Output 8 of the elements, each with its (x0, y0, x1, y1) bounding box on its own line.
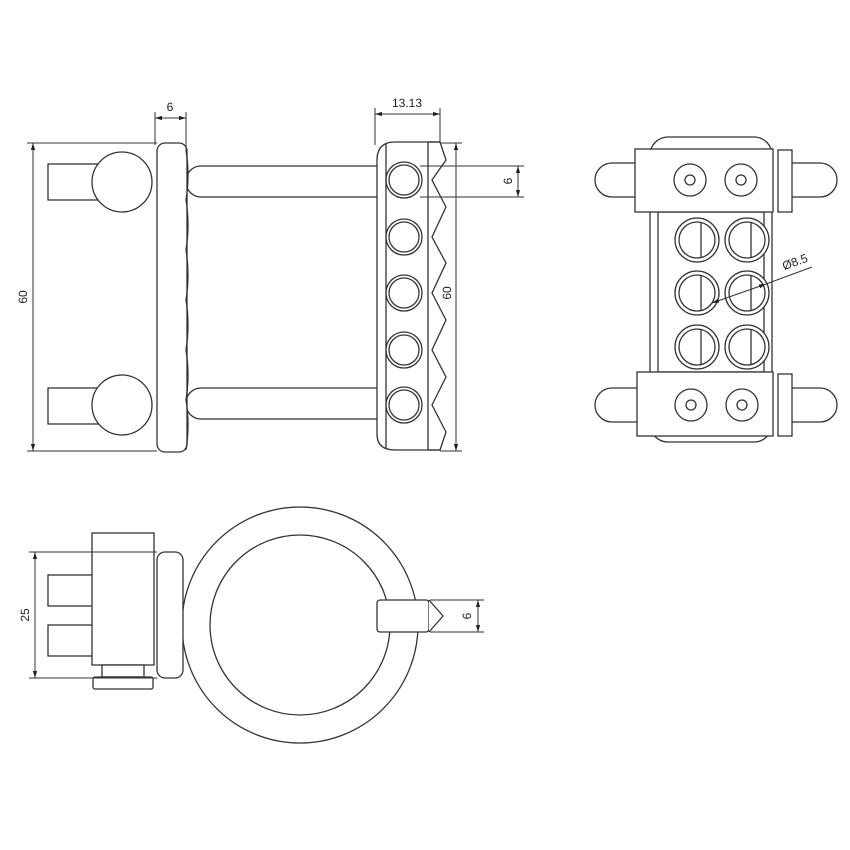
dimension-label: 13.13 (392, 97, 422, 109)
dimension-label: 60 (17, 290, 29, 304)
dimension-label: 6 (166, 101, 174, 113)
dimension-label: 6 (502, 178, 514, 184)
dimension-label: Ø8.5 (780, 252, 810, 272)
dimension-label: 6 (461, 612, 473, 620)
dimension-label: 60 (441, 286, 453, 300)
dimension-label: 25 (19, 608, 31, 622)
